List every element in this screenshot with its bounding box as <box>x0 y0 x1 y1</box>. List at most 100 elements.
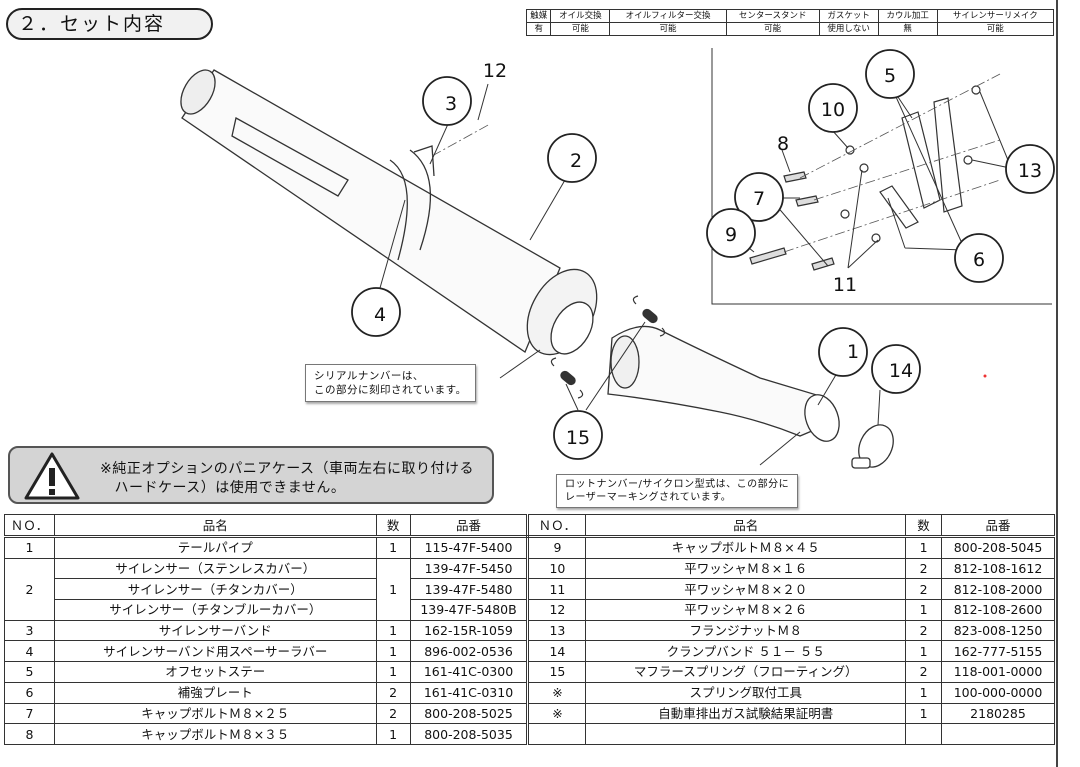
inset-frame <box>711 48 1052 305</box>
part-name: 平ワッシャＭ８×２６ <box>585 599 907 621</box>
part-code: 161-41C-0310 <box>409 681 530 704</box>
part-no: 10 <box>527 557 587 580</box>
lot-note-line: ロットナンバー/サイクロン型式は、この部分に <box>565 479 790 490</box>
part-qty: 2 <box>905 557 943 580</box>
callout-numbers: 2 3 4 1 14 15 12 5 10 8 13 7 9 6 11 <box>374 60 1042 449</box>
part-name: 自動車排出ガス試験結果証明書 <box>585 702 907 725</box>
callout-label-12: 12 <box>483 60 507 82</box>
part-code: 800-208-5035 <box>409 723 530 745</box>
warning-line: ハードケース）は使用できません。 <box>100 480 346 496</box>
exploded-parts-diagram: 2 3 4 1 14 15 12 5 10 8 13 7 9 6 11 <box>180 48 1055 469</box>
part-no: 6 <box>4 681 55 704</box>
col-header-name: 品名 <box>585 514 907 538</box>
part-name: サイレンサー（ステンレスカバー） <box>53 557 377 580</box>
table-row: 6 補強プレート 2 161-41C-0310 ※ スプリング取付工具 1 10… <box>4 681 1055 704</box>
part-code: 800-208-5025 <box>409 702 530 725</box>
parts-list-table: ＮＯ． 品名 数 品番 ＮＯ． 品名 数 品番 1 テールパイプ 1 115-4… <box>4 514 1055 745</box>
callout-label-14: 14 <box>889 360 913 382</box>
part-no <box>527 723 587 745</box>
part-qty: 2 <box>375 702 411 725</box>
part-code: 162-777-5155 <box>941 640 1055 663</box>
part-name: テールパイプ <box>53 536 377 559</box>
part-name: 平ワッシャＭ８×２０ <box>585 578 907 601</box>
table-row: 3 サイレンサーバンド 1 162-15R-1059 13 フランジナットＭ８ … <box>4 619 1055 642</box>
part-name: フランジナットＭ８ <box>585 619 907 642</box>
page-frame-line <box>1056 0 1058 767</box>
part-name: 補強プレート <box>53 681 377 704</box>
part-no: 12 <box>527 599 587 621</box>
table-row: サイレンサー（チタンカバー） 139-47F-5480 11 平ワッシャＭ８×２… <box>5 578 1055 601</box>
callout-label-5: 5 <box>884 65 896 87</box>
red-dot-mark <box>983 374 987 378</box>
part-qty: 2 <box>905 661 943 683</box>
part-code: 812-108-2000 <box>941 578 1055 601</box>
part-code: 115-47F-5400 <box>409 536 530 559</box>
part-qty: 1 <box>905 536 943 559</box>
part-no: 2 <box>4 557 55 621</box>
warning-icon <box>24 452 80 500</box>
part-name: サイレンサーバンド <box>53 619 377 642</box>
part-code: 139-47F-5450 <box>409 557 530 580</box>
part-name: 平ワッシャＭ８×１６ <box>585 557 907 580</box>
callout-label-8: 8 <box>777 133 789 155</box>
part-no: 13 <box>527 619 587 642</box>
clamp-band-drawing <box>851 424 894 469</box>
part-code: 162-15R-1059 <box>409 619 530 642</box>
table-row: 2 サイレンサー（ステンレスカバー） 1 139-47F-5450 10 平ワッ… <box>4 557 1055 621</box>
lot-note-line: レーザーマーキングされています。 <box>565 492 732 503</box>
part-qty: 1 <box>375 640 411 663</box>
part-code: 100-000-0000 <box>941 681 1055 704</box>
warning-text: ※純正オプションのパニアケース（車両左右に取り付ける ハードケース）は使用できま… <box>100 460 474 498</box>
part-qty: 1 <box>905 640 943 663</box>
part-qty: 1 <box>905 681 943 704</box>
info-value: 可能 <box>609 22 727 36</box>
silencer-drawing <box>180 69 598 356</box>
callout-label-1: 1 <box>847 341 859 363</box>
part-no: 14 <box>527 640 587 663</box>
part-qty: 1 <box>375 536 411 559</box>
part-name <box>585 723 907 745</box>
callout-label-15: 15 <box>566 427 590 449</box>
part-no: 1 <box>4 536 55 559</box>
part-name: サイレンサー（チタンブルーカバー） <box>53 599 377 621</box>
part-code: 139-47F-5480 <box>409 578 530 601</box>
part-qty: 1 <box>375 723 411 745</box>
info-value: 可能 <box>936 22 1055 36</box>
col-header-qty: 数 <box>375 514 411 538</box>
part-code: 161-41C-0300 <box>409 661 530 683</box>
callout-label-4: 4 <box>374 304 386 326</box>
table-row: 8 キャップボルトＭ８×３５ 1 800-208-5035 <box>4 723 1055 745</box>
part-code: 812-108-2600 <box>941 599 1055 621</box>
col-header-no: ＮＯ． <box>4 514 55 538</box>
part-code: 823-008-1250 <box>941 619 1055 642</box>
part-no: ※ <box>527 702 587 725</box>
part-code: 812-108-1612 <box>941 557 1055 580</box>
callout-label-7: 7 <box>753 188 765 210</box>
spring-drawing <box>550 295 666 399</box>
part-no: 15 <box>527 661 587 683</box>
part-name: キャップボルトＭ８×２５ <box>53 702 377 725</box>
serial-number-note: シリアルナンバーは、 この部分に刻印されています。 <box>305 364 476 402</box>
part-no: 7 <box>4 702 55 725</box>
part-no: 9 <box>527 536 587 559</box>
part-qty: 2 <box>905 619 943 642</box>
part-code <box>941 723 1055 745</box>
lot-number-note: ロットナンバー/サイクロン型式は、この部分に レーザーマーキングされています。 <box>556 474 799 508</box>
part-code: 2180285 <box>941 702 1055 725</box>
part-name: オフセットステー <box>53 661 377 683</box>
part-code: 800-208-5045 <box>941 536 1055 559</box>
part-name: マフラースプリング（フローティング） <box>585 661 907 683</box>
parts-header-row: ＮＯ． 品名 数 品番 ＮＯ． 品名 数 品番 <box>4 514 1055 538</box>
callout-label-3: 3 <box>445 93 457 115</box>
warning-line: ※純正オプションのパニアケース（車両左右に取り付ける <box>100 461 475 477</box>
info-value: 有 <box>525 22 552 36</box>
part-qty: 1 <box>375 661 411 683</box>
part-name: サイレンサーバンド用スペーサーラバー <box>53 640 377 663</box>
part-no: 8 <box>4 723 55 745</box>
part-no: 5 <box>4 661 55 683</box>
part-name: クランプバンド ５１－ ５５ <box>585 640 907 663</box>
part-no: 3 <box>4 619 55 642</box>
part-qty: 1 <box>375 557 411 621</box>
callout-label-13: 13 <box>1018 160 1042 182</box>
part-qty: 2 <box>905 578 943 601</box>
